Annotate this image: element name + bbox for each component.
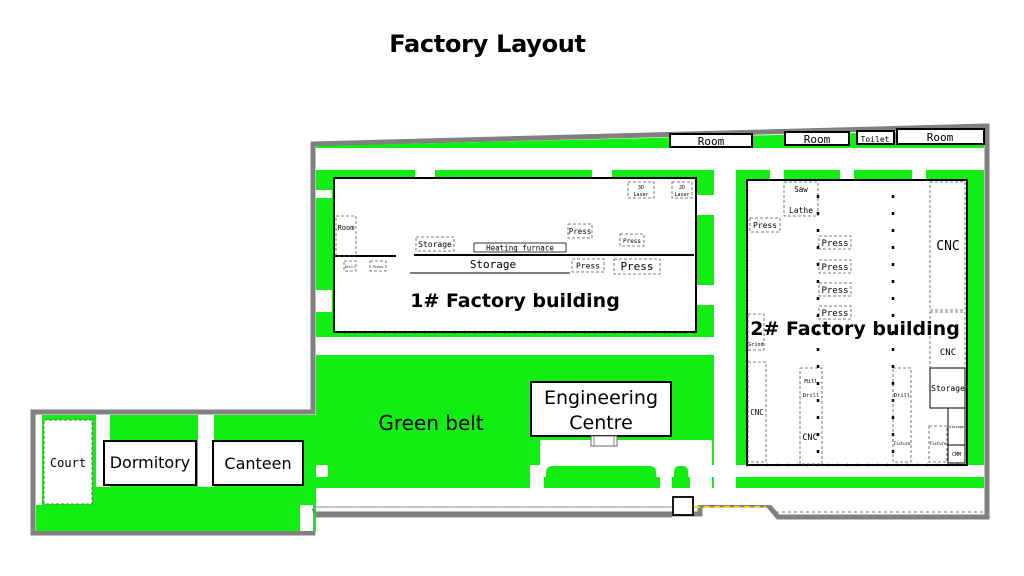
b1-heating-furnace-label: Heating furnace (486, 244, 554, 253)
b2-cmm-label: CMM (952, 452, 961, 458)
factory-building-2: Saw Lathe Press Press Press Press Press … (745, 179, 968, 467)
b2-press-b-label: Press (821, 263, 848, 273)
b2-lathe-label: Lathe (789, 206, 813, 215)
b2-saw-label: Saw (794, 185, 808, 194)
b2-cnc-left-label: CNC (750, 408, 764, 417)
b1-3d-laser-label-2: Laser (633, 192, 648, 198)
b1-room-label: Room (338, 224, 355, 232)
top-rooms: Room Room Toilet Room (669, 128, 985, 148)
b1-tiny-1-label: Drill (345, 265, 356, 269)
b1-press-3-label: Press (576, 262, 600, 271)
b2-cnc-right-mid-label: CNC (940, 348, 956, 358)
b2-storage-right-label: Storage (931, 384, 965, 393)
road-edge-line (313, 506, 672, 518)
engineering-centre: Engineering Centre (530, 381, 672, 447)
page-title: Factory Layout (389, 30, 586, 58)
b2-press-c-label: Press (821, 286, 848, 296)
living-area: Court Dormitory Canteen (43, 419, 304, 505)
b2-press-a-label: Press (821, 239, 848, 249)
b1-2d-laser-label-2: Laser (674, 192, 689, 198)
b1-3d-laser-label-1: 3D (638, 185, 644, 191)
engineering-centre-label-1: Engineering (544, 387, 658, 409)
b2-cnc-center-label: CNC (802, 433, 817, 443)
b2-drill-1-label: Drill (803, 393, 820, 399)
b2-grind-label: Grind (748, 342, 763, 348)
building-2-label: 2# Factory building (750, 318, 960, 340)
room-top-3-label: Room (927, 131, 954, 144)
b1-2d-laser-label-1: 2D (679, 185, 685, 191)
b2-mill-label: Mill (804, 379, 817, 385)
b1-press-4-label: Press (620, 260, 653, 273)
room-top-2-label: Room (804, 133, 831, 146)
gate-house (672, 496, 694, 516)
court-label: Court (50, 456, 86, 470)
b2-cnc-right-top-label: CNC (936, 239, 959, 254)
green-belt-label: Green belt (378, 411, 483, 435)
b2-press-d-label: Press (821, 309, 848, 319)
toilet-label: Toilet (861, 135, 890, 144)
factory-building-1: Room 3D Laser 2D Laser Storage Heating f… (333, 177, 697, 334)
b1-tiny-2-label: Press (373, 265, 384, 269)
b2-press-left-label: Press (753, 221, 777, 230)
b1-press-1-label: Press (569, 227, 592, 236)
b1-storage-main-label: Storage (470, 258, 516, 271)
b1-storage-small-label: Storage (418, 240, 452, 249)
dormitory-label: Dormitory (110, 453, 191, 472)
canteen-label: Canteen (224, 454, 291, 473)
b2-fixture-2-label: Fixture (930, 441, 947, 446)
engineering-centre-label-2: Centre (569, 412, 633, 434)
building-1-label: 1# Factory building (410, 290, 620, 312)
room-top-1-label: Room (698, 135, 725, 148)
road-dashed-line (311, 508, 672, 513)
b1-press-2-label: Press (623, 238, 641, 245)
b2-storage-small-label: Storage (949, 425, 964, 429)
b2-drill-2-label: Drill (894, 393, 911, 399)
b2-fixture-1-label: Fixture (894, 441, 911, 446)
